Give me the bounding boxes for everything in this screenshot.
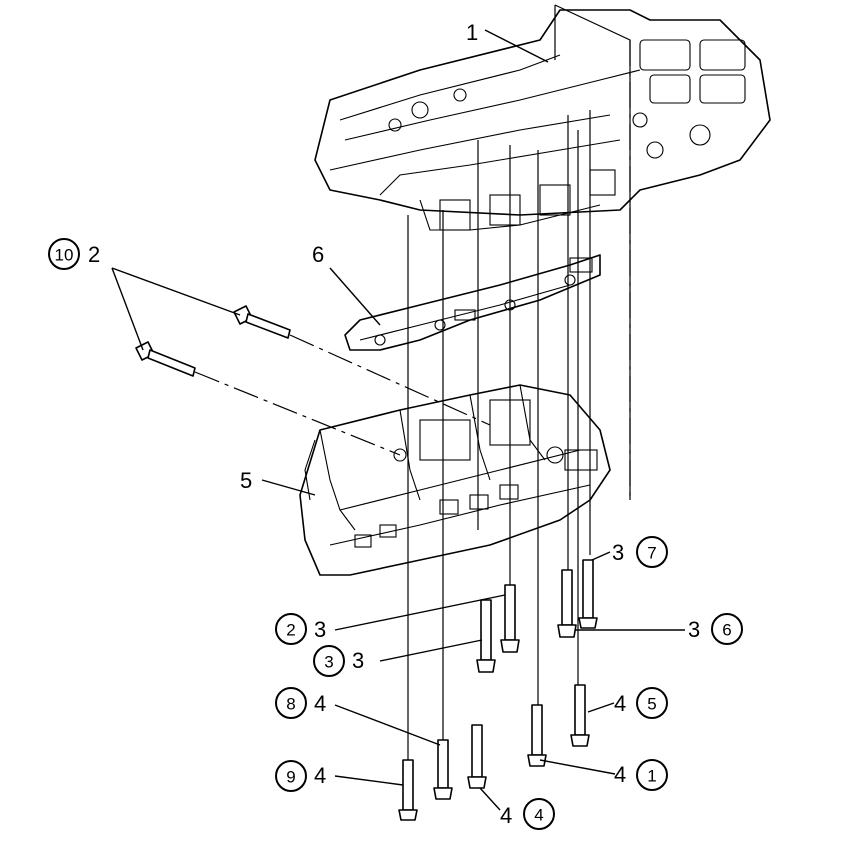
side-bolts xyxy=(135,305,491,456)
svg-text:3: 3 xyxy=(324,653,333,672)
sequence-marker-7: 7 xyxy=(636,536,668,568)
svg-text:6: 6 xyxy=(722,621,731,640)
callout-labels: 1 2 6 5 3 3 3 3 4 4 4 4 4 xyxy=(88,20,700,828)
bottom-bolts xyxy=(398,559,598,821)
sequence-markers: 10 7 6 2 3 5 8 1 xyxy=(48,238,743,830)
callout-3-seq2: 3 xyxy=(314,617,326,642)
callout-3-seq3: 3 xyxy=(352,648,364,673)
svg-text:5: 5 xyxy=(647,695,656,714)
callout-4-seq5: 4 xyxy=(614,691,626,716)
sequence-marker-1: 1 xyxy=(636,759,668,791)
callout-4-seq8: 4 xyxy=(314,691,326,716)
svg-text:10: 10 xyxy=(55,246,74,265)
svg-text:1: 1 xyxy=(647,767,656,786)
callout-5: 5 xyxy=(240,468,252,493)
callout-3-seq6: 3 xyxy=(688,617,700,642)
sequence-marker-4: 4 xyxy=(523,798,555,830)
callout-6: 6 xyxy=(312,242,324,267)
alignment-lines xyxy=(407,40,631,760)
sequence-marker-6: 6 xyxy=(711,613,743,645)
sequence-marker-5: 5 xyxy=(636,687,668,719)
sequence-marker-10: 10 xyxy=(48,238,80,270)
callout-2: 2 xyxy=(88,242,100,267)
callout-4-seq1: 4 xyxy=(614,762,626,787)
svg-text:7: 7 xyxy=(647,544,656,563)
sequence-marker-2: 2 xyxy=(275,613,307,645)
svg-text:8: 8 xyxy=(286,695,295,714)
sequence-marker-3: 3 xyxy=(313,645,345,677)
callout-4-seq9: 4 xyxy=(314,763,326,788)
valve-body-housing xyxy=(314,4,771,500)
callout-3-seq7: 3 xyxy=(612,540,624,565)
callout-1: 1 xyxy=(466,20,478,45)
lower-valve-body xyxy=(299,384,611,576)
leader-lines xyxy=(111,29,685,811)
callout-4-seq4: 4 xyxy=(500,803,512,828)
svg-text:9: 9 xyxy=(286,768,295,787)
svg-text:4: 4 xyxy=(534,806,543,825)
gasket-plate xyxy=(344,254,601,351)
svg-text:2: 2 xyxy=(286,621,295,640)
sequence-marker-8: 8 xyxy=(275,687,307,719)
sequence-marker-9: 9 xyxy=(275,760,307,792)
